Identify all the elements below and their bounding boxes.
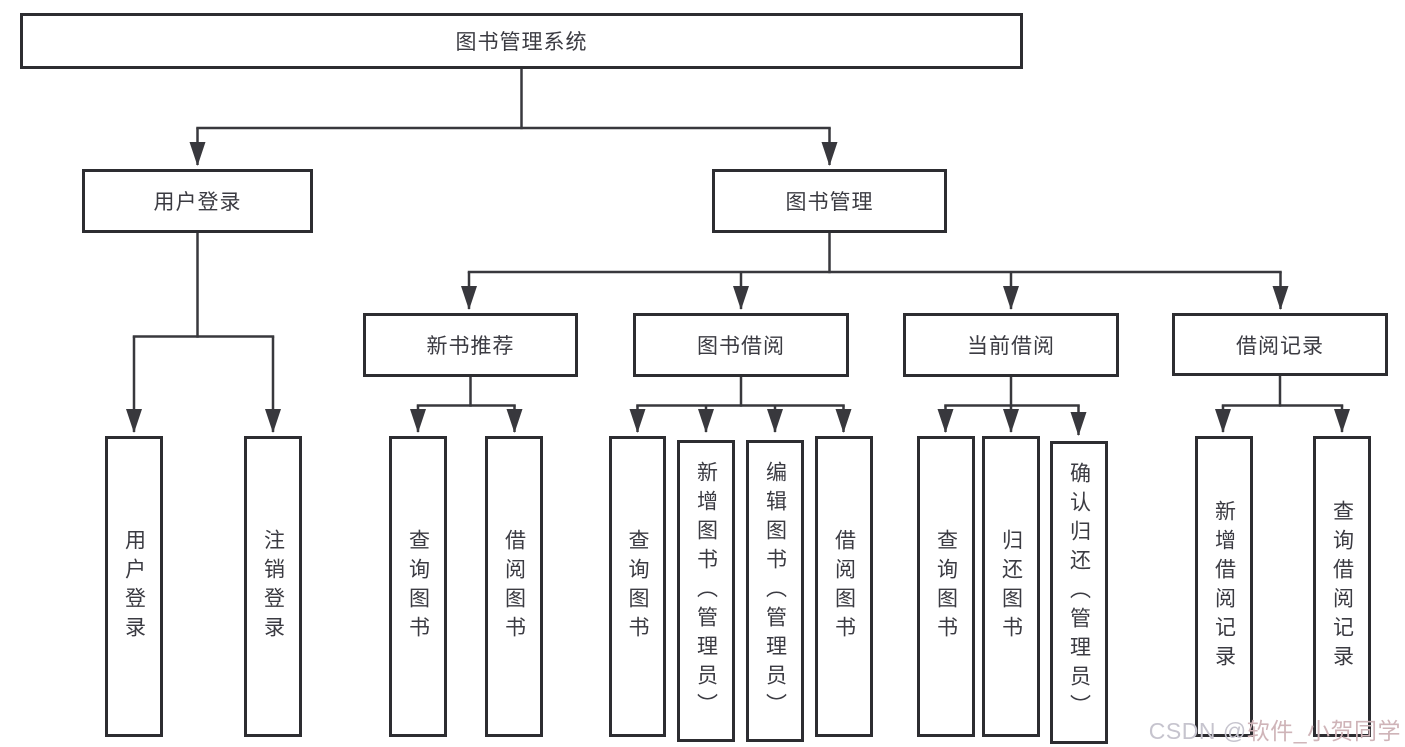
leaf-label: 借阅图书 <box>502 528 526 645</box>
node-user-login: 用户登录 <box>82 169 313 233</box>
node-leaf-add-book-admin: 新增图书（管理员） <box>677 440 735 742</box>
leaf-label: 注销登录 <box>261 528 285 645</box>
node-leaf-return-book: 归还图书 <box>982 436 1040 737</box>
leaf-label: 查询图书 <box>934 528 958 645</box>
watermark-author: 软件_小贺同学 <box>1246 718 1401 744</box>
branch-current-borrow <box>937 376 1087 436</box>
node-leaf-logout: 注销登录 <box>244 436 302 737</box>
leaf-label: 新增借阅记录 <box>1212 499 1236 674</box>
branch-borrow-record <box>1215 376 1350 433</box>
node-leaf-query-borrow-record: 查询借阅记录 <box>1313 436 1371 737</box>
leaf-label: 归还图书 <box>999 528 1023 645</box>
node-book-borrow: 图书借阅 <box>633 313 849 377</box>
leaf-label: 借阅图书 <box>832 528 856 645</box>
leaf-label: 查询借阅记录 <box>1330 499 1354 674</box>
watermark-prefix: CSDN @ <box>1148 718 1247 744</box>
leaf-label: 确认归还（管理员） <box>1067 462 1091 723</box>
branch-book-borrow <box>629 376 852 433</box>
node-leaf-edit-book-admin: 编辑图书（管理员） <box>746 440 804 742</box>
node-new-book-rec: 新书推荐 <box>363 313 578 377</box>
node-borrow-record: 借阅记录 <box>1172 313 1388 376</box>
node-leaf-borrow-book-1: 借阅图书 <box>485 436 543 737</box>
leaf-label: 新增图书（管理员） <box>694 460 718 722</box>
leaf-label: 查询图书 <box>626 528 649 645</box>
node-book-mgmt: 图书管理 <box>712 169 947 233</box>
node-leaf-borrow-book-2: 借阅图书 <box>815 436 873 737</box>
node-leaf-add-borrow-record: 新增借阅记录 <box>1195 436 1253 737</box>
node-leaf-query-book-1: 查询图书 <box>389 436 447 737</box>
branch-book-mgmt <box>461 232 1289 310</box>
branch-root <box>189 68 838 166</box>
branch-new-book-rec <box>410 376 523 433</box>
node-leaf-query-book-3: 查询图书 <box>917 436 975 737</box>
node-leaf-query-book-2: 查询图书 <box>609 436 666 737</box>
leaf-label: 查询图书 <box>406 528 430 645</box>
leaf-label: 用户登录 <box>122 528 146 645</box>
branch-user-login <box>126 232 281 433</box>
node-current-borrow: 当前借阅 <box>903 313 1119 377</box>
leaf-label: 编辑图书（管理员） <box>763 460 787 722</box>
node-leaf-confirm-return-admin: 确认归还（管理员） <box>1050 441 1108 744</box>
csdn-watermark: CSDN @软件_小贺同学 <box>1149 712 1401 746</box>
node-root-library-system: 图书管理系统 <box>20 13 1023 69</box>
node-leaf-user-login: 用户登录 <box>105 436 163 737</box>
